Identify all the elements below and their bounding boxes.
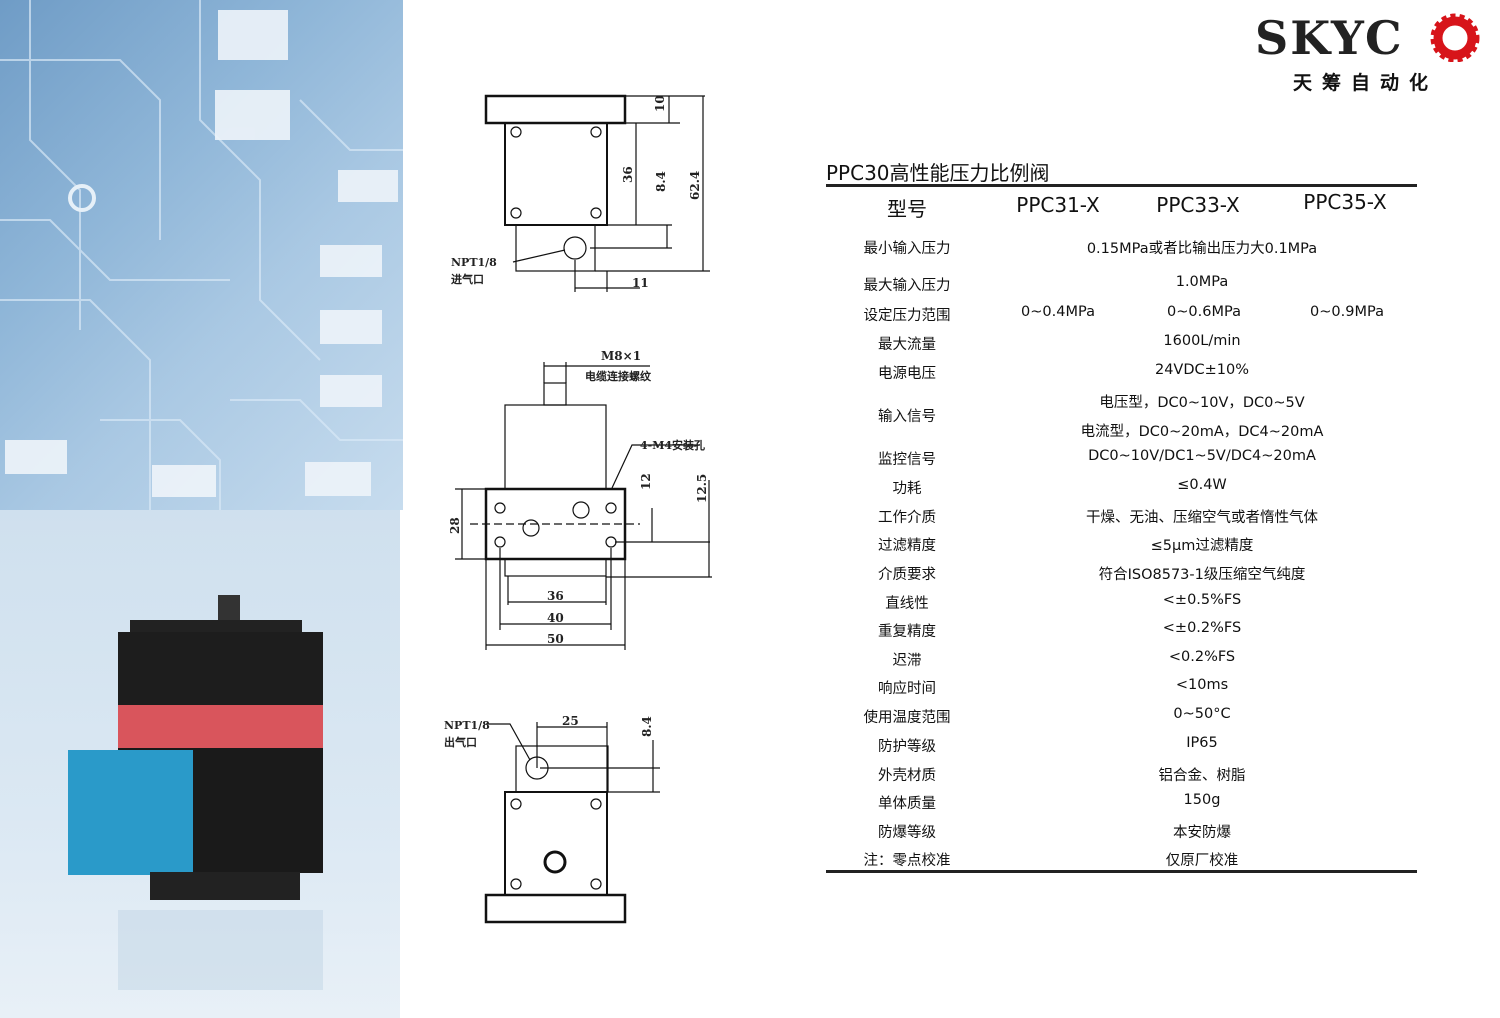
row-label: 直线性 xyxy=(885,596,929,612)
inlet-port-size: NPT1/8 xyxy=(451,256,497,269)
outlet-port-size: NPT1/8 xyxy=(444,719,490,732)
title-rule xyxy=(826,184,1417,187)
row-value: 铝合金、树脂 xyxy=(1158,768,1246,784)
row-label: 防爆等级 xyxy=(878,825,936,841)
row-value: 0.15MPa或者比输出压力大0.1MPa xyxy=(1086,241,1318,257)
bottom-rule xyxy=(826,870,1417,873)
row-value: 干燥、无油、压缩空气或者惰性气体 xyxy=(1086,510,1318,526)
row-label: 响应时间 xyxy=(878,681,936,697)
drawing-front-view xyxy=(455,362,712,650)
row-value: IP65 xyxy=(1186,735,1218,751)
row-value: 本安防爆 xyxy=(1173,825,1231,841)
circuit-traces xyxy=(0,0,403,510)
row-value-line1: 电压型，DC0~10V，DC0~5V xyxy=(1099,395,1305,411)
dim-36-width: 36 xyxy=(547,589,564,603)
row-label: 电源电压 xyxy=(878,366,936,382)
inlet-port-label: 进气口 xyxy=(451,272,484,286)
row-label: 外壳材质 xyxy=(878,768,936,784)
header-ppc35: PPC35-X xyxy=(1303,190,1387,214)
dim-12: 12 xyxy=(639,473,653,490)
row-label: 重复精度 xyxy=(878,624,936,640)
dim-50-width: 50 xyxy=(547,632,564,646)
dim-12-5: 12.5 xyxy=(695,474,709,503)
row-label: 最大输入压力 xyxy=(863,278,951,294)
row-value: 0~50°C xyxy=(1173,706,1231,722)
logo-subtitle: 天筹自动化 xyxy=(1293,72,1439,94)
row-value: 1600L/min xyxy=(1163,333,1241,349)
row-label: 最小输入压力 xyxy=(863,241,951,257)
row-value: <±0.5%FS xyxy=(1162,592,1242,608)
row-label: 输入信号 xyxy=(878,409,936,425)
row-label: 介质要求 xyxy=(878,567,936,583)
outlet-port-label: 出气口 xyxy=(444,735,477,749)
row-value: 150g xyxy=(1183,792,1221,808)
row-label: 迟滞 xyxy=(892,653,922,669)
row-label: 防护等级 xyxy=(878,739,936,755)
spec-title: PPC30高性能压力比例阀 xyxy=(826,161,1050,185)
thread-label: 电缆连接螺纹 xyxy=(585,369,652,383)
row-label: 功耗 xyxy=(892,481,922,497)
mounting-holes-label: 4-M4安装孔 xyxy=(640,438,705,452)
header-ppc33: PPC33-X xyxy=(1156,193,1240,217)
row-value-line2: 电流型，DC0~20mA，DC4~20mA xyxy=(1080,424,1324,440)
header-model: 型号 xyxy=(887,197,927,221)
row-value: 24VDC±10% xyxy=(1154,362,1250,378)
row-value: ≤5μm过滤精度 xyxy=(1150,538,1254,554)
row-label: 注：零点校准 xyxy=(863,853,951,869)
valve-illustration xyxy=(68,595,323,990)
row-value: <±0.2%FS xyxy=(1162,620,1242,636)
row-value: <0.2%FS xyxy=(1168,649,1236,665)
dim-62-4: 62.4 xyxy=(688,171,702,200)
dim-40-width: 40 xyxy=(547,611,564,625)
row-label: 过滤精度 xyxy=(878,538,936,554)
dim-11: 11 xyxy=(632,276,649,290)
drawing-bottom-view xyxy=(484,722,660,924)
header-ppc31: PPC31-X xyxy=(1016,193,1100,217)
dim-28: 28 xyxy=(448,517,462,534)
svg-text:SKYC: SKYC xyxy=(1255,12,1404,62)
row-value-ppc31: 0~0.4MPa xyxy=(1021,304,1095,320)
circuit-board-image xyxy=(0,0,403,510)
dim-25: 25 xyxy=(562,714,579,728)
row-value: 1.0MPa xyxy=(1175,274,1229,290)
row-value: 符合ISO8573-1级压缩空气纯度 xyxy=(1098,567,1306,583)
row-value-ppc33: 0~0.6MPa xyxy=(1167,304,1241,320)
row-label: 单体质量 xyxy=(878,796,936,812)
skyco-logo: SKYC 天筹自动化 xyxy=(1255,11,1480,94)
row-value-ppc35: 0~0.9MPa xyxy=(1310,304,1384,320)
thread-size: M8×1 xyxy=(601,349,641,363)
dim-8-4: 8.4 xyxy=(654,171,668,192)
row-label: 监控信号 xyxy=(878,452,936,468)
logo-wordmark: SKYC xyxy=(1255,11,1480,65)
row-label: 工作介质 xyxy=(878,510,936,526)
row-value: <10ms xyxy=(1175,677,1229,693)
dim-10: 10 xyxy=(653,95,667,112)
dim-36: 36 xyxy=(621,166,635,183)
row-value: ≤0.4W xyxy=(1177,477,1227,493)
row-label: 设定压力范围 xyxy=(863,308,951,324)
row-value: 仅原厂校准 xyxy=(1165,853,1239,869)
drawing-top-view xyxy=(484,94,710,292)
dim-8-4-outlet: 8.4 xyxy=(640,716,654,737)
product-photo xyxy=(0,510,400,1018)
row-value: DC0~10V/DC1~5V/DC4~20mA xyxy=(1088,448,1316,464)
row-label: 使用温度范围 xyxy=(863,710,951,726)
row-label: 最大流量 xyxy=(878,337,936,353)
